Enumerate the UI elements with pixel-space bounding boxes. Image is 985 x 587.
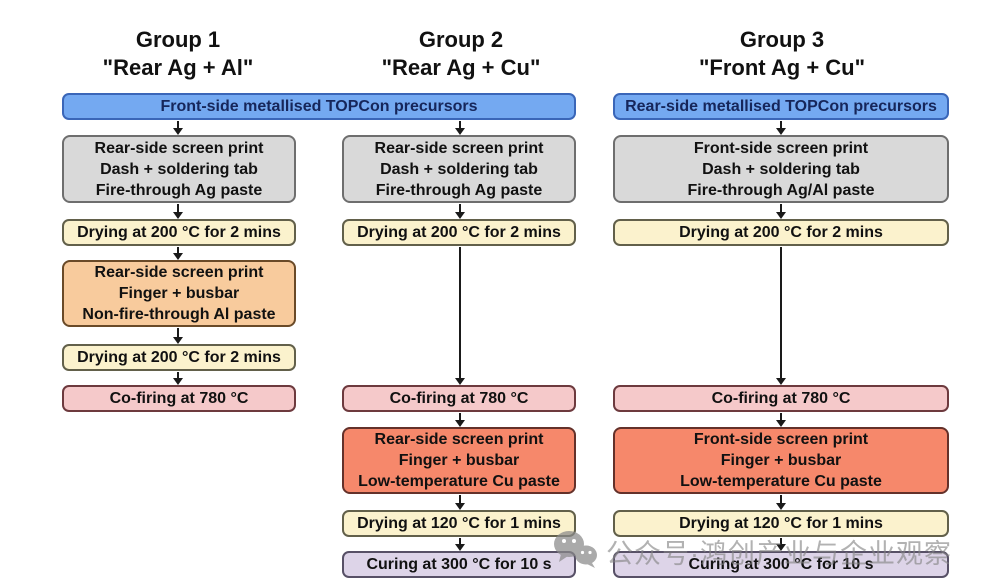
group3-subtitle: "Front Ag + Cu" (698, 55, 866, 80)
flow-arrow (455, 495, 465, 510)
group2-screen-print-finger-box: Rear-side screen print Finger + busbar L… (342, 427, 576, 494)
flow-arrow (776, 538, 786, 551)
group3-screen-print-finger-box: Front-side screen print Finger + busbar … (613, 427, 949, 494)
flow-arrow (173, 372, 183, 385)
group1-title: Group 1 (135, 27, 221, 52)
group3-drying200-box: Drying at 200 °C for 2 mins (613, 219, 949, 246)
flow-arrow (455, 247, 465, 385)
group2-curing-box: Curing at 300 °C for 10 s (342, 551, 576, 578)
flow-arrow (173, 204, 183, 219)
flow-arrow (455, 538, 465, 551)
group3-title: Group 3 (739, 27, 825, 52)
group2-title: Group 2 (418, 27, 504, 52)
front-precursor-box: Front-side metallised TOPCon precursors (62, 93, 576, 120)
flow-arrow (455, 413, 465, 427)
group2-drying120-box: Drying at 120 °C for 1 mins (342, 510, 576, 537)
group2-cofiring-box: Co-firing at 780 °C (342, 385, 576, 412)
flow-arrow (776, 495, 786, 510)
group3-screen-print-dash-box: Front-side screen print Dash + soldering… (613, 135, 949, 203)
flow-arrow (173, 247, 183, 260)
group1-header: Group 1 "Rear Ag + Al" (28, 26, 328, 82)
rear-precursor-box: Rear-side metallised TOPCon precursors (613, 93, 949, 120)
flow-arrow (455, 121, 465, 135)
group1-screen-print-dash-box: Rear-side screen print Dash + soldering … (62, 135, 296, 203)
flow-arrow (173, 121, 183, 135)
flow-arrow (776, 413, 786, 427)
flow-arrow (455, 204, 465, 219)
group1-drying200-box: Drying at 200 °C for 2 mins (62, 219, 296, 246)
flow-arrow (776, 121, 786, 135)
group2-drying200-box: Drying at 200 °C for 2 mins (342, 219, 576, 246)
group2-header: Group 2 "Rear Ag + Cu" (311, 26, 611, 82)
group1-screen-print-finger-box: Rear-side screen print Finger + busbar N… (62, 260, 296, 327)
flow-arrow (776, 247, 786, 385)
flow-arrow (776, 204, 786, 219)
group2-screen-print-dash-box: Rear-side screen print Dash + soldering … (342, 135, 576, 203)
group3-header: Group 3 "Front Ag + Cu" (632, 26, 932, 82)
flow-arrow (173, 328, 183, 344)
group3-curing-box: Curing at 300 °C for 10 s (613, 551, 949, 578)
group1-drying200-second-box: Drying at 200 °C for 2 mins (62, 344, 296, 371)
group1-subtitle: "Rear Ag + Al" (102, 55, 254, 80)
group3-drying120-box: Drying at 120 °C for 1 mins (613, 510, 949, 537)
group1-cofiring-box: Co-firing at 780 °C (62, 385, 296, 412)
group2-subtitle: "Rear Ag + Cu" (381, 55, 541, 80)
group3-cofiring-box: Co-firing at 780 °C (613, 385, 949, 412)
